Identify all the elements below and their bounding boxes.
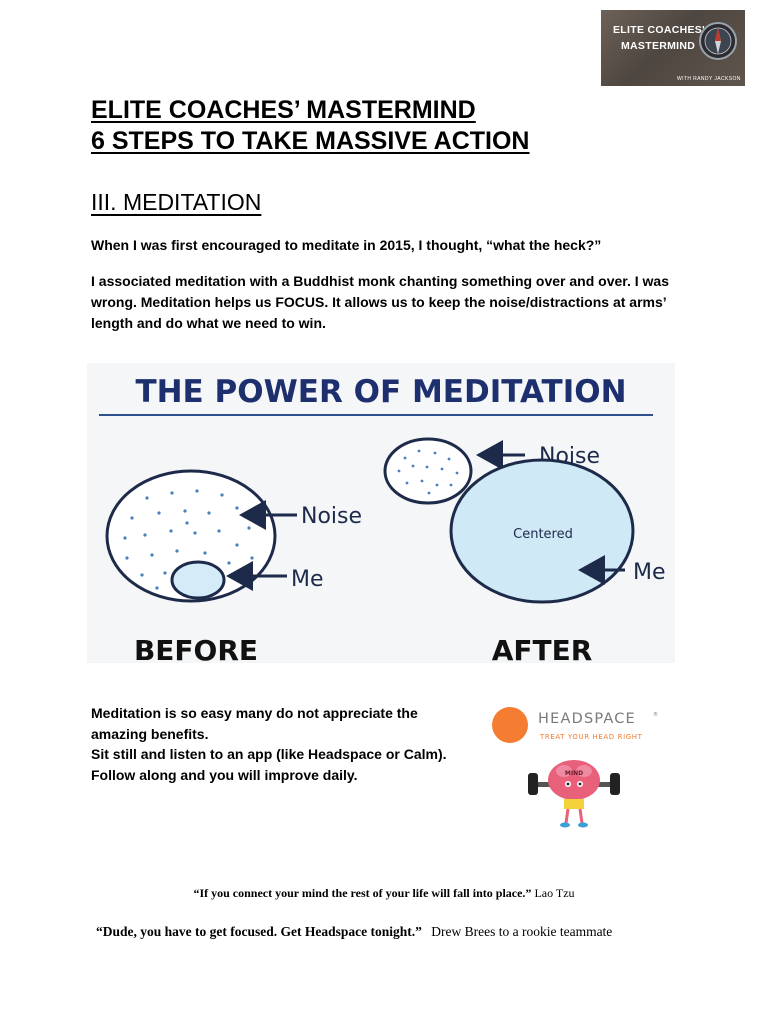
before-me-label: Me bbox=[291, 567, 324, 592]
elite-coaches-logo: ELITE COACHES' MASTERMIND WITH RANDY JAC… bbox=[601, 10, 745, 86]
before-me-circle bbox=[170, 560, 226, 600]
logo-line-2: MASTERMIND bbox=[621, 40, 696, 52]
brain-mind-label: MIND bbox=[565, 770, 583, 777]
before-caption: BEFORE bbox=[134, 634, 258, 663]
body-line-2: Sit still and listen to an app (like Hea… bbox=[91, 746, 447, 762]
after-noise-circle bbox=[383, 437, 473, 505]
quote-1-text: “If you connect your mind the rest of yo… bbox=[193, 886, 532, 900]
quote-1-author: Lao Tzu bbox=[534, 886, 575, 900]
before-noise-label: Noise bbox=[301, 504, 362, 529]
section-heading: III. MEDITATION bbox=[91, 189, 262, 215]
quote-2-text: “Dude, you have to get focused. Get Head… bbox=[96, 924, 422, 939]
headspace-ad: HEADSPACE ® TREAT YOUR HEAD RIGHT MIND bbox=[488, 695, 666, 835]
quote-2-author: Drew Brees to a rookie teammate bbox=[431, 924, 613, 939]
meditation-diagram: THE POWER OF MEDITATION Noise Me BEFORE … bbox=[87, 363, 675, 667]
meditation-diagram-svg: THE POWER OF MEDITATION Noise Me BEFORE … bbox=[99, 374, 666, 667]
quote-lao-tzu: “If you connect your mind the rest of yo… bbox=[0, 886, 768, 901]
headspace-brand: HEADSPACE bbox=[538, 711, 636, 727]
title-line-1: ELITE COACHES’ MASTERMIND bbox=[91, 96, 476, 124]
intro-paragraph-1: When I was first encouraged to meditate … bbox=[91, 237, 602, 253]
brain-lifting-icon: MIND bbox=[528, 760, 620, 828]
page-title: ELITE COACHES’ MASTERMIND 6 STEPS TO TAK… bbox=[91, 95, 530, 157]
diagram-title: THE POWER OF MEDITATION bbox=[135, 374, 626, 410]
logo-byline: WITH RANDY JACKSON bbox=[677, 76, 741, 82]
intro-paragraph-2: I associated meditation with a Buddhist … bbox=[91, 273, 669, 331]
body-text-block: Meditation is so easy many do not apprec… bbox=[91, 703, 451, 785]
headspace-trademark: ® bbox=[653, 711, 658, 718]
logo-line-1: ELITE COACHES' bbox=[613, 24, 705, 36]
body-line-1: Meditation is so easy many do not apprec… bbox=[91, 705, 418, 742]
after-me-label: Me bbox=[633, 560, 666, 585]
headspace-orange-dot bbox=[492, 707, 528, 743]
headspace-graphic: HEADSPACE ® TREAT YOUR HEAD RIGHT MIND bbox=[492, 707, 658, 828]
quote-drew-brees: “Dude, you have to get focused. Get Head… bbox=[96, 924, 736, 940]
after-center-label: Centered bbox=[513, 527, 573, 542]
body-line-3: Follow along and you will improve daily. bbox=[91, 766, 358, 783]
compass-icon bbox=[699, 22, 737, 60]
title-line-2: 6 STEPS TO TAKE MASSIVE ACTION bbox=[91, 127, 530, 155]
after-caption: AFTER bbox=[492, 634, 593, 663]
headspace-tagline: TREAT YOUR HEAD RIGHT bbox=[539, 733, 643, 741]
after-noise-dots bbox=[397, 449, 459, 495]
